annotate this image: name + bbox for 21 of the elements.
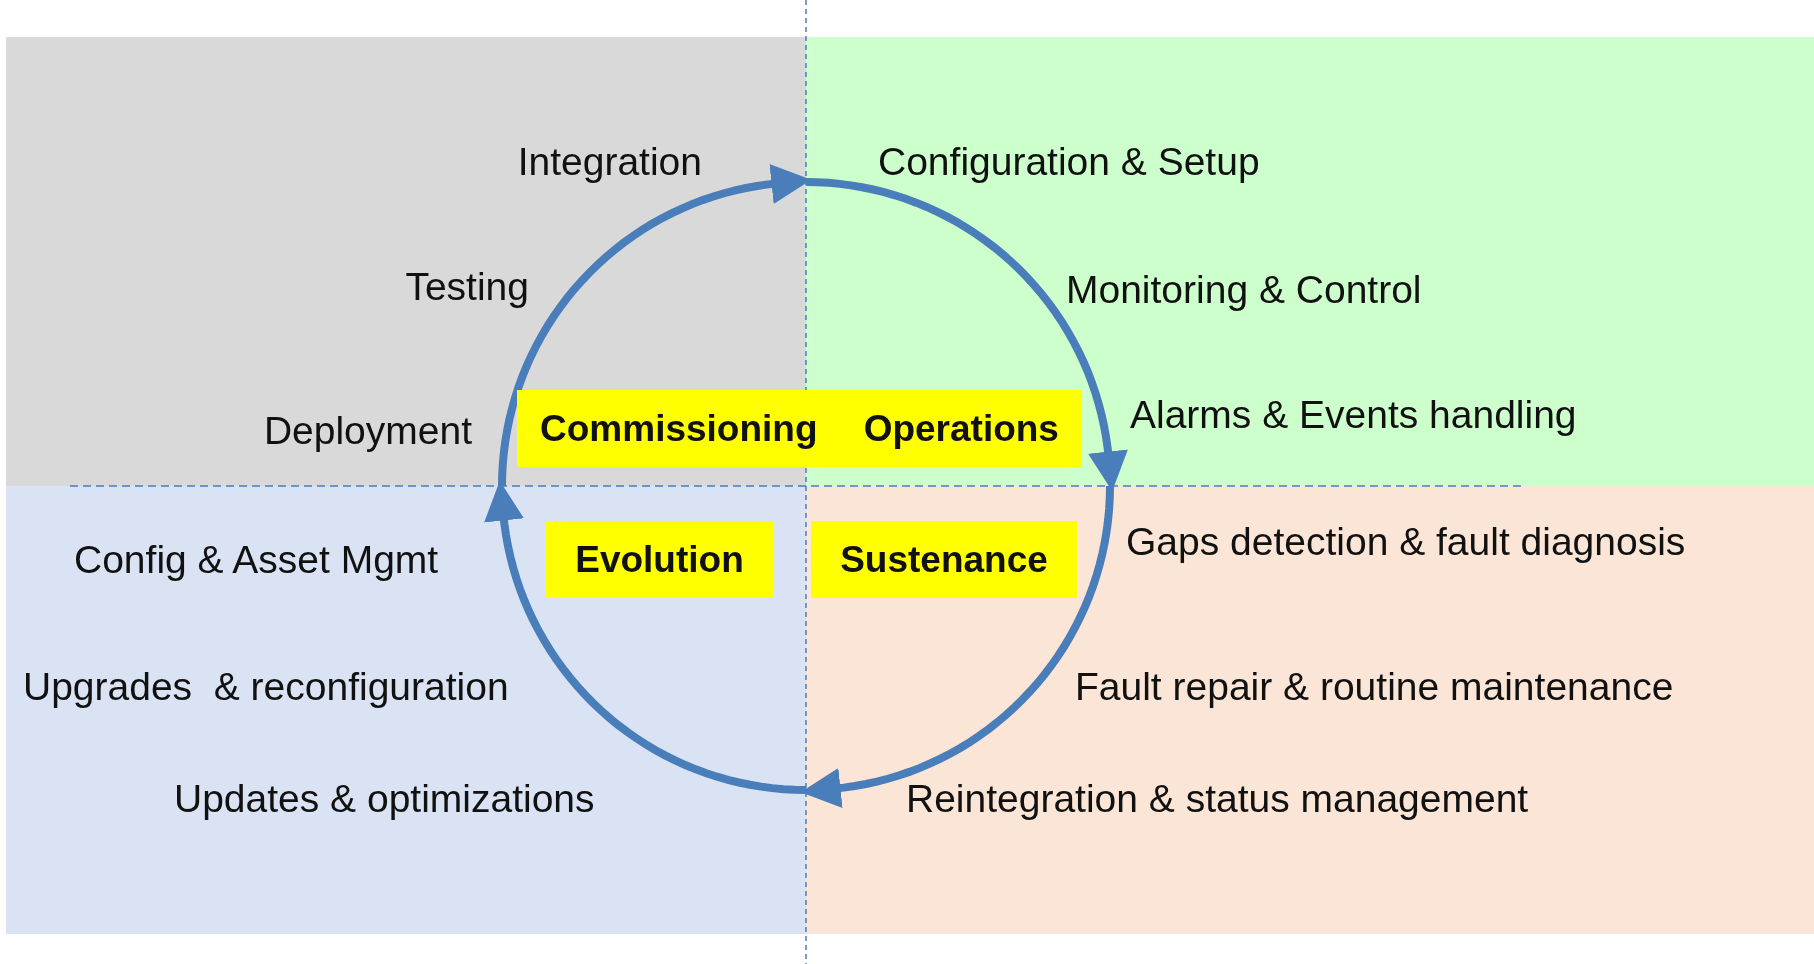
phase-activity: Alarms & Events handling bbox=[1130, 395, 1577, 434]
phase-activity: Reintegration & status management bbox=[906, 779, 1529, 818]
phase-activity: Configuration & Setup bbox=[878, 142, 1260, 181]
phase-activity: Monitoring & Control bbox=[1066, 270, 1422, 309]
phase-label bbox=[517, 390, 1082, 467]
phase-activity: Fault repair & routine maintenance bbox=[1075, 667, 1674, 706]
phase-activity: Upgrades & reconfiguration bbox=[23, 667, 509, 706]
phase-name: Evolution bbox=[575, 538, 744, 581]
phase-name: Sustenance bbox=[840, 538, 1048, 581]
phase-activity: Testing bbox=[405, 267, 529, 306]
phase-activity: Updates & optimizations bbox=[174, 779, 595, 818]
phase-label bbox=[545, 521, 774, 598]
quadrant-panel bbox=[806, 486, 1814, 934]
quadrant-panel bbox=[6, 486, 806, 934]
phase-name: Commissioning bbox=[540, 407, 818, 450]
phase-activity: Integration bbox=[517, 142, 702, 181]
phase-label bbox=[811, 521, 1077, 598]
phase-name: Operations bbox=[863, 407, 1059, 450]
phase-activity: Config & Asset Mgmt bbox=[74, 540, 439, 579]
phase-activity: Deployment bbox=[263, 411, 472, 450]
phase-activity: Gaps detection & fault diagnosis bbox=[1126, 522, 1686, 561]
